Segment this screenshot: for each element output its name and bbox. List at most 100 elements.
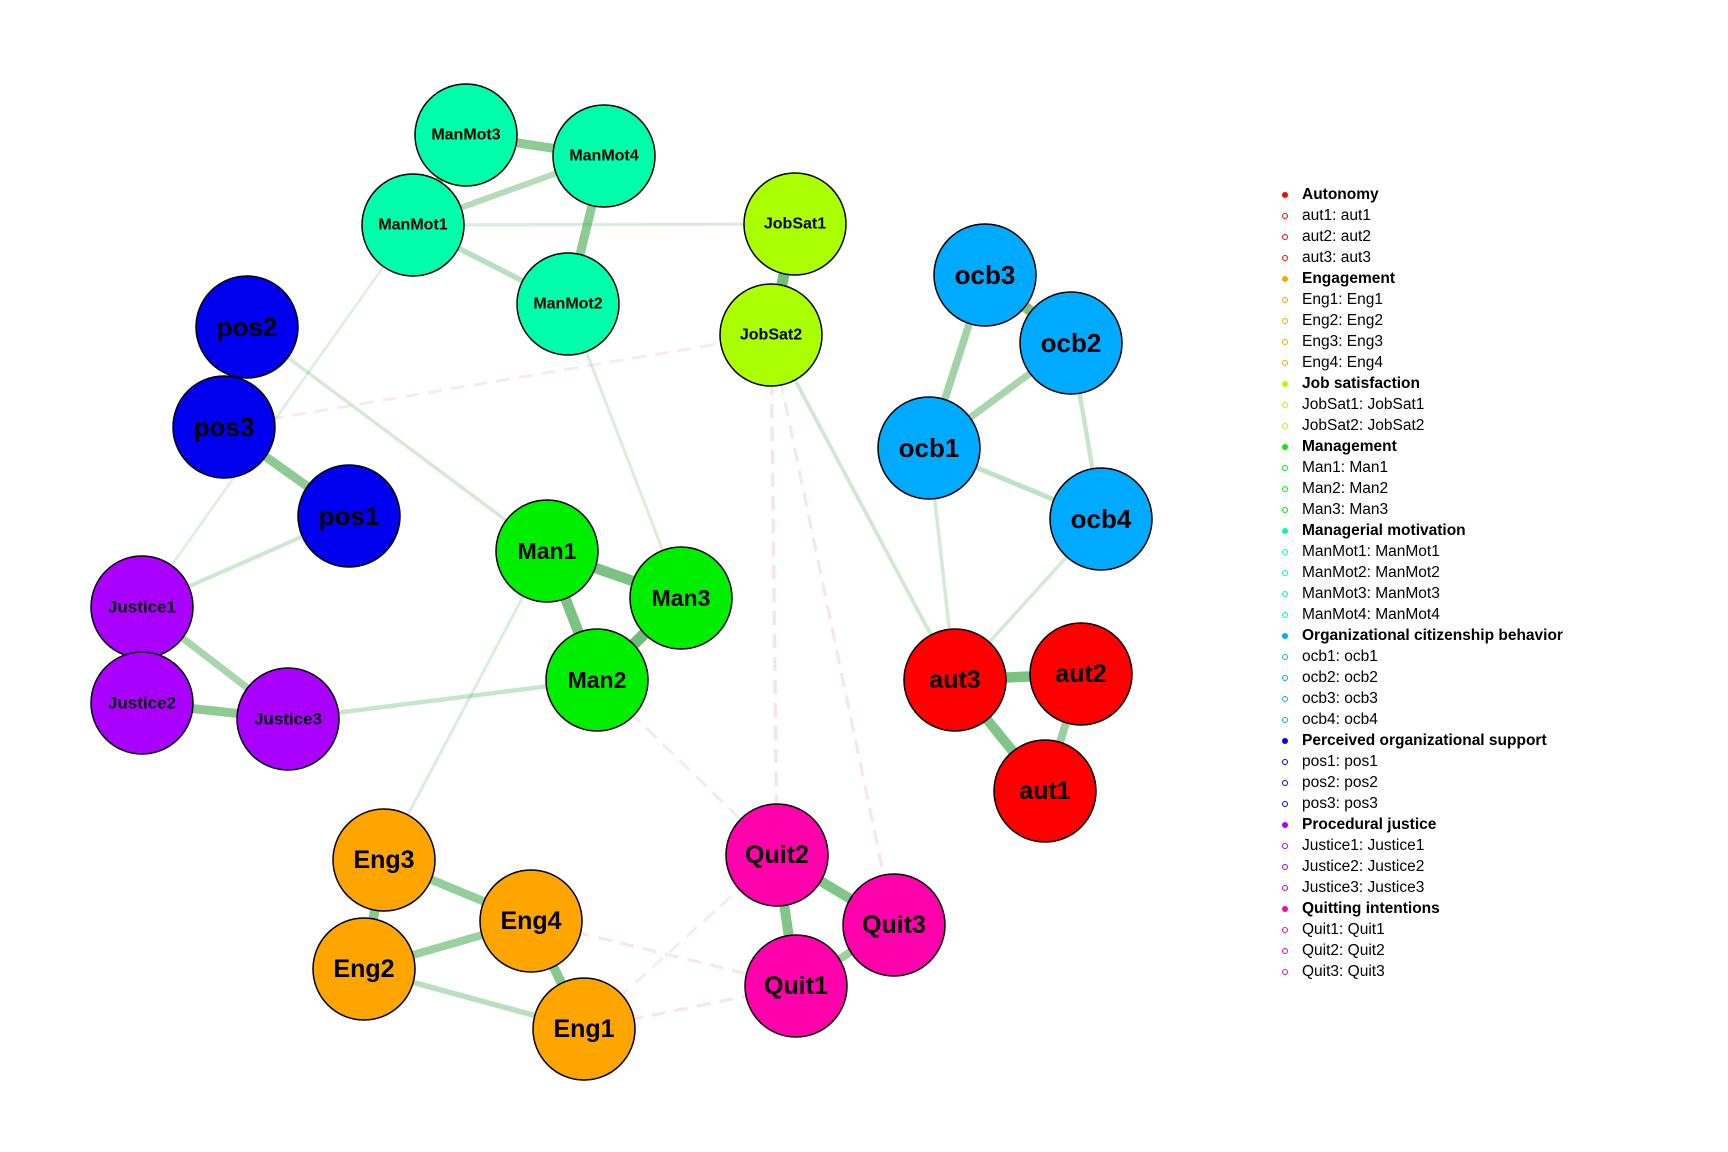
legend-hollow-dot-icon	[1282, 254, 1288, 261]
node-label: Justice2	[108, 694, 176, 713]
legend-label: ocb4: ocb4	[1302, 711, 1378, 728]
node-label: JobSat2	[740, 327, 802, 344]
node-circle	[993, 739, 1097, 843]
legend-hollow-dot-icon	[1282, 611, 1288, 618]
node-circle	[236, 667, 340, 771]
node-circle	[332, 808, 436, 912]
node-label: aut2	[1055, 660, 1106, 688]
legend-label: Eng4: Eng4	[1302, 354, 1384, 371]
node-circle	[1029, 622, 1133, 726]
legend-label: ManMot1: ManMot1	[1302, 543, 1440, 560]
node-label: Quit1	[764, 972, 828, 1000]
node-label: Justice1	[108, 598, 176, 617]
node-ocb1: ocb1	[877, 396, 981, 500]
legend-hollow-dot-icon	[1282, 233, 1288, 240]
node-circle	[312, 917, 416, 1021]
legend-hollow-dot-icon	[1282, 758, 1288, 765]
legend-item: Quit2: Quit2	[1270, 940, 1710, 961]
legend-hollow-dot-icon	[1282, 653, 1288, 660]
legend-label: Eng1: Eng1	[1302, 291, 1384, 308]
legend-label: ManMot3: ManMot3	[1302, 585, 1440, 602]
edge-JobSat2-Quit2	[769, 334, 779, 856]
node-circle	[842, 873, 946, 977]
legend-label: ocb1: ocb1	[1302, 648, 1378, 665]
node-label: Eng4	[500, 907, 561, 935]
node-pos3: pos3	[172, 375, 276, 479]
legend-label: Procedural justice	[1302, 816, 1437, 833]
legend-hollow-dot-icon	[1282, 590, 1288, 597]
legend-item: Eng2: Eng2	[1270, 310, 1710, 331]
node-circle	[516, 252, 620, 356]
legend-hollow-dot-icon	[1282, 779, 1288, 786]
legend-item: aut3: aut3	[1270, 247, 1710, 268]
legend-group-header: Quitting intentions	[1270, 898, 1710, 919]
node-circle	[532, 977, 636, 1081]
legend-label: Man2: Man2	[1302, 480, 1389, 497]
legend-hollow-dot-icon	[1282, 485, 1288, 492]
legend-label: Managerial motivation	[1302, 522, 1466, 539]
node-label: Justice3	[254, 710, 322, 729]
node-label: aut3	[929, 666, 980, 694]
node-label: JobSat1	[764, 216, 826, 233]
legend-hollow-dot-icon	[1282, 926, 1288, 933]
legend-label: Justice2: Justice2	[1302, 858, 1425, 875]
edge-JobSat2-aut3	[769, 334, 957, 681]
node-circle	[743, 172, 847, 276]
node-aut2: aut2	[1029, 622, 1133, 726]
node-circle	[933, 223, 1037, 327]
legend-item: ManMot2: ManMot2	[1270, 562, 1710, 583]
node-aut3: aut3	[903, 628, 1007, 732]
node-Justice3: Justice3	[236, 667, 340, 771]
node-circle	[744, 934, 848, 1038]
node-circle	[297, 464, 401, 568]
legend-label: ocb2: ocb2	[1302, 669, 1378, 686]
node-pos2: pos2	[195, 275, 299, 379]
legend-hollow-dot-icon	[1282, 296, 1288, 303]
node-circle	[361, 173, 465, 277]
legend-item: aut1: aut1	[1270, 205, 1710, 226]
node-circle	[877, 396, 981, 500]
legend-hollow-dot-icon	[1282, 695, 1288, 702]
legend-group-header: Managerial motivation	[1270, 520, 1710, 541]
node-label: pos2	[217, 312, 278, 342]
node-circle	[545, 628, 649, 732]
legend-item: ManMot4: ManMot4	[1270, 604, 1710, 625]
legend-hollow-dot-icon	[1282, 947, 1288, 954]
legend-item: Justice3: Justice3	[1270, 877, 1710, 898]
node-Man3: Man3	[629, 546, 733, 650]
legend-item: Man3: Man3	[1270, 499, 1710, 520]
node-circle	[172, 375, 276, 479]
legend-label: Quitting intentions	[1302, 900, 1440, 917]
node-label: ocb4	[1071, 504, 1132, 534]
legend-label: ManMot4: ManMot4	[1302, 606, 1440, 623]
legend-item: Quit3: Quit3	[1270, 961, 1710, 982]
legend-label: ManMot2: ManMot2	[1302, 564, 1440, 581]
legend-item: Justice2: Justice2	[1270, 856, 1710, 877]
legend-filled-dot-icon	[1282, 632, 1288, 639]
edge-JobSat2-Quit3	[769, 334, 896, 926]
node-Justice2: Justice2	[90, 651, 194, 755]
legend-filled-dot-icon	[1282, 905, 1288, 912]
edge-Justice3-Man2	[287, 677, 598, 722]
legend-label: Man3: Man3	[1302, 501, 1389, 518]
legend-group-header: Perceived organizational support	[1270, 730, 1710, 751]
legend-label: Justice1: Justice1	[1302, 837, 1425, 854]
legend-item: aut2: aut2	[1270, 226, 1710, 247]
node-label: Eng3	[353, 846, 414, 874]
legend-item: ManMot3: ManMot3	[1270, 583, 1710, 604]
node-label: ManMot2	[533, 296, 602, 313]
legend-label: JobSat1: JobSat1	[1302, 396, 1425, 413]
legend-item: ocb4: ocb4	[1270, 709, 1710, 730]
legend-group-header: Autonomy	[1270, 184, 1710, 205]
legend-hollow-dot-icon	[1282, 548, 1288, 555]
node-Man1: Man1	[495, 499, 599, 603]
node-circle	[90, 651, 194, 755]
node-Quit1: Quit1	[744, 934, 848, 1038]
node-JobSat2: JobSat2	[719, 283, 823, 387]
legend-label: aut2: aut2	[1302, 228, 1371, 245]
node-label: pos3	[194, 412, 255, 442]
node-circle	[629, 546, 733, 650]
legend-filled-dot-icon	[1282, 821, 1288, 828]
legend-label: Quit3: Quit3	[1302, 963, 1385, 980]
node-label: aut1	[1019, 777, 1071, 805]
